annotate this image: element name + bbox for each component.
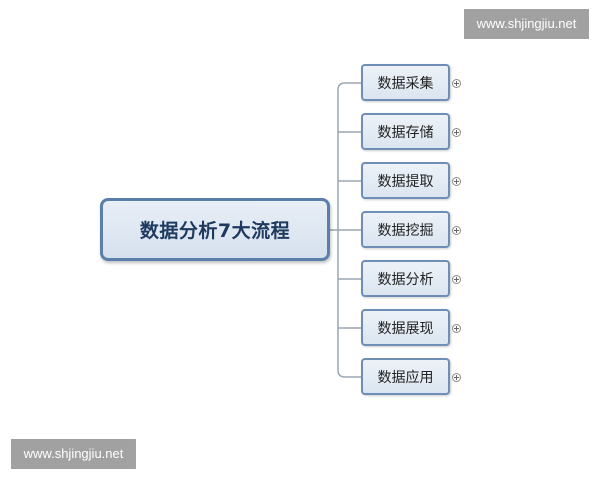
branch-node-collect[interactable]: 数据采集	[361, 64, 450, 101]
branch-node-extract[interactable]: 数据提取	[361, 162, 450, 199]
plus-circle-icon[interactable]	[452, 79, 461, 88]
plus-circle-icon[interactable]	[452, 128, 461, 137]
plus-circle-icon[interactable]	[452, 373, 461, 382]
watermark-top: www.shjingjiu.net	[464, 9, 589, 39]
branch-node-label: 数据挖掘	[377, 222, 434, 239]
branch-node-mining[interactable]: 数据挖掘	[361, 211, 450, 248]
branch-node-display[interactable]: 数据展现	[361, 309, 450, 346]
branch-node-analysis[interactable]: 数据分析	[361, 260, 450, 297]
root-node-label: 数据分析7大流程	[139, 220, 291, 242]
connector-spine	[337, 82, 361, 378]
branch-node-apply[interactable]: 数据应用	[361, 358, 450, 395]
branch-node-store[interactable]: 数据存储	[361, 113, 450, 150]
branch-node-label: 数据存储	[377, 124, 434, 141]
branch-node-label: 数据采集	[377, 75, 434, 92]
plus-circle-icon[interactable]	[452, 177, 461, 186]
plus-circle-icon[interactable]	[452, 324, 461, 333]
plus-circle-icon[interactable]	[452, 275, 461, 284]
branch-node-label: 数据应用	[377, 369, 434, 386]
branch-node-label: 数据分析	[377, 271, 434, 288]
branch-node-label: 数据提取	[377, 173, 434, 190]
branch-node-label: 数据展现	[377, 320, 434, 337]
watermark-bottom: www.shjingjiu.net	[11, 439, 136, 469]
plus-circle-icon[interactable]	[452, 226, 461, 235]
root-node[interactable]: 数据分析7大流程	[100, 198, 330, 261]
